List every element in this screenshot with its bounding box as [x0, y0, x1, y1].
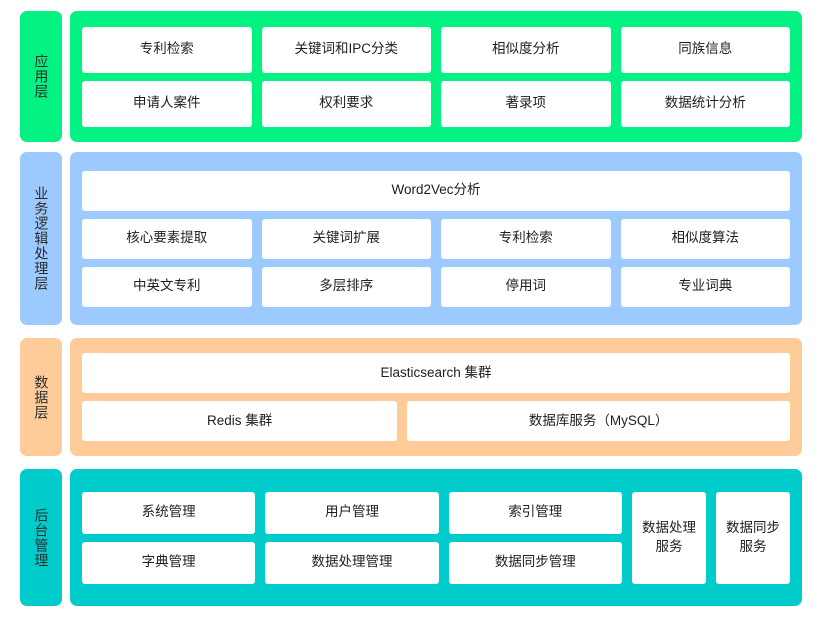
card-patent-search[interactable]: 专利检索 [441, 218, 611, 259]
layer-label-business-logic-text: 业务逻辑处理层 [33, 186, 50, 291]
layer-label-business-logic: 业务逻辑处理层 [20, 152, 62, 325]
layer-body-data: Elasticsearch 集群 Redis 集群 数据库服务（MySQL） [70, 338, 802, 456]
card-similarity-analysis[interactable]: 相似度分析 [441, 26, 611, 73]
card-database-service-mysql[interactable]: 数据库服务（MySQL） [407, 401, 790, 441]
card-keyword-expansion[interactable]: 关键词扩展 [261, 218, 431, 259]
card-row: 中英文专利 多层排序 停用词 专业词典 [82, 266, 790, 307]
card-row: Redis 集群 数据库服务（MySQL） [82, 401, 790, 441]
card-redis-cluster[interactable]: Redis 集群 [82, 401, 398, 441]
admin-services: 数据处理服务 数据同步服务 [632, 491, 790, 584]
card-row: 专利检索 关键词和IPC分类 相似度分析 同族信息 [82, 26, 790, 73]
layer-label-backend-admin: 后台管理 [20, 469, 62, 606]
card-similarity-algorithm[interactable]: 相似度算法 [620, 218, 790, 259]
layer-label-application: 应用层 [20, 11, 62, 142]
card-professional-dictionary[interactable]: 专业词典 [620, 266, 790, 307]
card-keyword-ipc-classification[interactable]: 关键词和IPC分类 [261, 26, 431, 73]
card-row: Elasticsearch 集群 [82, 353, 790, 393]
card-index-management[interactable]: 索引管理 [448, 491, 622, 534]
card-row: 系统管理 用户管理 索引管理 [82, 491, 622, 534]
admin-grid: 系统管理 用户管理 索引管理 字典管理 数据处理管理 数据同步管理 [82, 491, 622, 584]
card-system-management[interactable]: 系统管理 [82, 491, 256, 534]
card-chinese-english-patent[interactable]: 中英文专利 [82, 266, 252, 307]
card-data-processing-service[interactable]: 数据处理服务 [632, 491, 706, 584]
card-data-sync-management[interactable]: 数据同步管理 [448, 541, 622, 584]
card-claims[interactable]: 权利要求 [261, 80, 431, 127]
layer-label-data: 数据层 [20, 338, 62, 456]
layer-business-logic: 业务逻辑处理层 Word2Vec分析 核心要素提取 关键词扩展 专利检索 相似度… [20, 152, 802, 325]
layer-body-application: 专利检索 关键词和IPC分类 相似度分析 同族信息 申请人案件 权利要求 著录项… [70, 11, 802, 142]
card-row: 字典管理 数据处理管理 数据同步管理 [82, 541, 622, 584]
layer-body-backend-admin: 系统管理 用户管理 索引管理 字典管理 数据处理管理 数据同步管理 数据处理服务… [70, 469, 802, 606]
layer-backend-admin: 后台管理 系统管理 用户管理 索引管理 字典管理 数据处理管理 数据同步管理 [20, 469, 802, 606]
admin-split: 系统管理 用户管理 索引管理 字典管理 数据处理管理 数据同步管理 数据处理服务… [82, 491, 790, 584]
card-row: 核心要素提取 关键词扩展 专利检索 相似度算法 [82, 218, 790, 259]
layer-data: 数据层 Elasticsearch 集群 Redis 集群 数据库服务（MySQ… [20, 338, 802, 456]
card-family-information[interactable]: 同族信息 [620, 26, 790, 73]
card-row: Word2Vec分析 [82, 170, 790, 211]
card-stopwords[interactable]: 停用词 [441, 266, 611, 307]
layer-label-application-text: 应用层 [33, 54, 50, 99]
card-dictionary-management[interactable]: 字典管理 [82, 541, 256, 584]
card-row: 申请人案件 权利要求 著录项 数据统计分析 [82, 80, 790, 127]
card-patent-search[interactable]: 专利检索 [82, 26, 252, 73]
card-bibliographic-items[interactable]: 著录项 [441, 80, 611, 127]
card-data-statistics-analysis[interactable]: 数据统计分析 [620, 80, 790, 127]
card-applicant-cases[interactable]: 申请人案件 [82, 80, 252, 127]
layer-label-data-text: 数据层 [33, 374, 50, 420]
card-data-sync-service[interactable]: 数据同步服务 [716, 491, 790, 584]
card-multilayer-ranking[interactable]: 多层排序 [261, 266, 431, 307]
card-word2vec-analysis[interactable]: Word2Vec分析 [82, 170, 790, 211]
card-user-management[interactable]: 用户管理 [265, 491, 439, 534]
card-core-element-extraction[interactable]: 核心要素提取 [82, 218, 252, 259]
layer-application: 应用层 专利检索 关键词和IPC分类 相似度分析 同族信息 申请人案件 权利要求… [20, 11, 802, 142]
layer-label-backend-admin-text: 后台管理 [33, 507, 50, 568]
card-elasticsearch-cluster[interactable]: Elasticsearch 集群 [82, 353, 790, 393]
card-data-processing-management[interactable]: 数据处理管理 [265, 541, 439, 584]
layer-body-business-logic: Word2Vec分析 核心要素提取 关键词扩展 专利检索 相似度算法 中英文专利… [70, 152, 802, 325]
